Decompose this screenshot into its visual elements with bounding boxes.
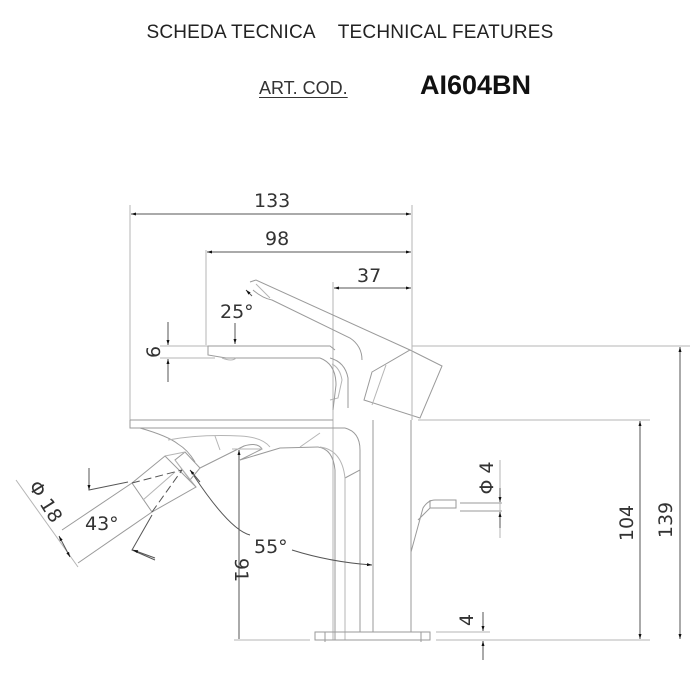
- dimension-spray-tilt: 55°: [189, 469, 373, 567]
- faucet-spout: [129, 419, 412, 640]
- label-43deg: 43°: [85, 513, 119, 535]
- label-55deg: 55°: [254, 536, 288, 558]
- pop-up-rod: Φ 4: [410, 460, 502, 553]
- label-25deg: 25°: [220, 301, 254, 323]
- title-italian: SCHEDA TECNICA: [146, 22, 316, 43]
- label-diameter-18: Φ 18: [24, 477, 67, 527]
- label-6: 6: [143, 346, 165, 358]
- label-91: 91: [230, 558, 252, 582]
- dimension-spout-height: 91: [230, 448, 310, 641]
- dimension-spout-reach: 98: [205, 228, 411, 345]
- title-english: TECHNICAL FEATURES: [337, 22, 554, 43]
- label-104: 104: [616, 505, 638, 541]
- document-title: SCHEDA TECNICA TECHNICAL FEATURES: [0, 22, 700, 44]
- label-diameter-4: Φ 4: [476, 461, 498, 494]
- spray-head: Φ 18 43°: [15, 451, 201, 568]
- faucet-upper-body: [207, 279, 690, 420]
- dimension-body-height: 104: [418, 419, 650, 639]
- label-98: 98: [265, 228, 289, 250]
- dimension-lever-angle: 25°: [220, 289, 254, 344]
- art-cod-label: ART. COD.: [259, 78, 348, 98]
- label-base-4: 4: [456, 614, 478, 626]
- dimension-base-thickness: 4: [456, 612, 485, 660]
- dimension-overall-width: 133: [129, 190, 413, 420]
- label-37: 37: [357, 265, 381, 287]
- art-cod-value: AI604BN: [420, 70, 532, 100]
- label-133: 133: [254, 190, 290, 212]
- dimension-total-height: 139: [655, 347, 682, 639]
- faucet-base: [314, 631, 650, 642]
- label-139: 139: [655, 502, 677, 538]
- dimension-spout-thickness: 6: [143, 322, 215, 382]
